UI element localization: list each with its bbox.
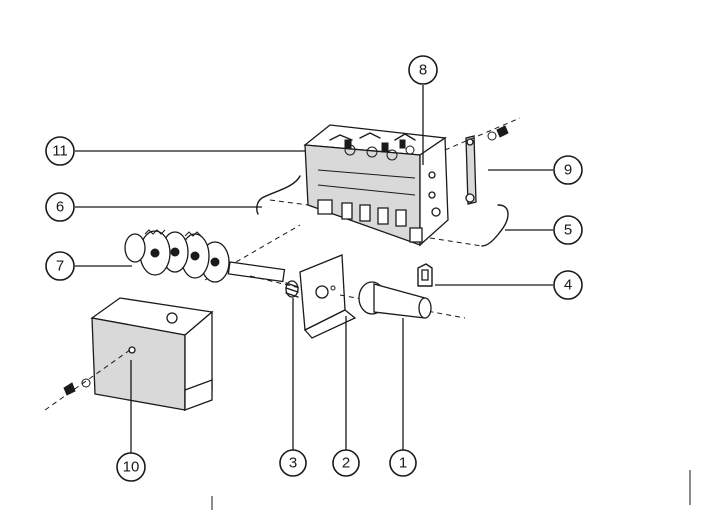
- callout-9: 9: [553, 155, 583, 185]
- callout-7-label: 7: [56, 258, 64, 275]
- lever-link: [445, 118, 520, 204]
- callout-5-label: 5: [564, 222, 572, 239]
- wire-clip: [257, 176, 300, 214]
- callout-8: 8: [408, 55, 438, 85]
- callout-3: 3: [279, 449, 307, 477]
- knob-shaft: [340, 282, 465, 318]
- callout-5: 5: [553, 215, 583, 245]
- callout-10: 10: [116, 452, 146, 482]
- mounting-bracket: [300, 255, 355, 338]
- leader-lines: [75, 85, 553, 453]
- small-clip: [418, 264, 432, 286]
- callout-2-label: 2: [342, 455, 350, 472]
- rotor-cam-assembly: [125, 225, 300, 282]
- callout-4: 4: [553, 270, 583, 300]
- callout-2: 2: [332, 449, 360, 477]
- callout-11-label: 11: [52, 143, 68, 160]
- switch-contacts: [330, 133, 415, 161]
- callout-9-label: 9: [564, 162, 572, 179]
- callout-4-label: 4: [564, 277, 572, 294]
- callout-7: 7: [45, 251, 75, 281]
- callout-6: 6: [45, 192, 75, 222]
- switch-cover: [45, 298, 212, 410]
- small-spring: [250, 276, 300, 297]
- wire-spring: [482, 205, 508, 246]
- callout-10-label: 10: [123, 459, 140, 476]
- callout-3-label: 3: [289, 455, 297, 472]
- callout-1: 1: [389, 449, 417, 477]
- switch-housing: [305, 125, 448, 245]
- callout-6-label: 6: [56, 199, 64, 216]
- callout-11: 11: [45, 136, 75, 166]
- callout-8-label: 8: [419, 62, 427, 79]
- callout-1-label: 1: [399, 455, 407, 472]
